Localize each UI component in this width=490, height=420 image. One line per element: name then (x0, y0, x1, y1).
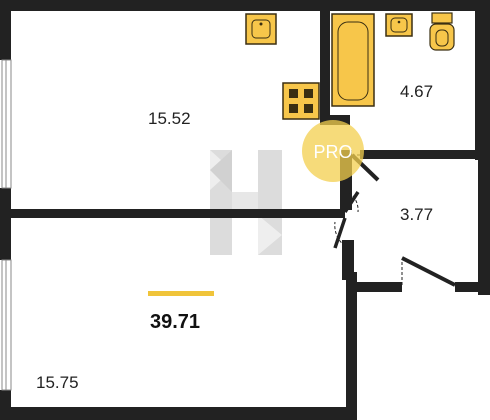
room-area-living: 15.52 (148, 109, 191, 128)
pro-badge: PRO (302, 120, 364, 182)
window-lower (1, 259, 12, 391)
sink-icon-2 (385, 13, 413, 37)
watermark-logo (210, 150, 282, 255)
bathtub-icon (331, 13, 375, 107)
window-upper (1, 59, 12, 189)
pro-badge-label: PRO (313, 142, 352, 162)
room-area-bathroom: 4.67 (400, 82, 433, 101)
stove-icon (282, 82, 320, 120)
toilet-icon (429, 12, 455, 51)
room-area-bedroom: 15.75 (36, 373, 79, 392)
door-bedroom (333, 217, 347, 249)
door-living (343, 189, 360, 213)
total-area: 39.71 (150, 311, 200, 333)
sink-icon (245, 13, 277, 45)
door-entrance (401, 256, 456, 287)
total-area-accent-bar (148, 291, 214, 296)
room-area-hallway: 3.77 (400, 205, 433, 224)
